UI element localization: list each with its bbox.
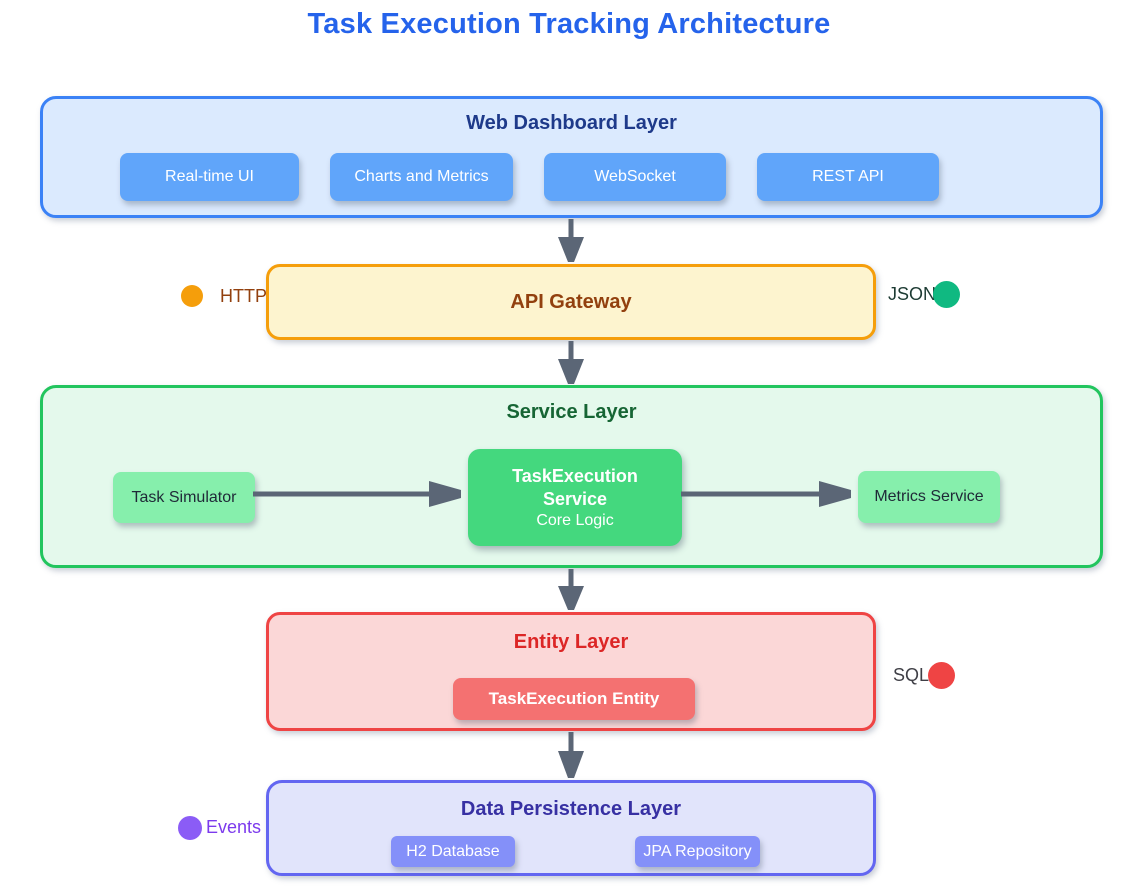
api-gateway-title: API Gateway bbox=[510, 290, 632, 313]
api-gateway-box: API Gateway bbox=[266, 264, 876, 340]
arrow-entity-to-persistence bbox=[558, 732, 584, 778]
node-metrics-service: Metrics Service bbox=[858, 471, 1000, 523]
service-layer-title: Service Layer bbox=[506, 401, 637, 423]
service-layer: Service Layer Task Simulator TaskExecuti… bbox=[40, 385, 1103, 568]
node-jpa-repository: JPA Repository bbox=[635, 836, 760, 867]
http-edge-label: HTTP bbox=[220, 286, 267, 306]
http-dot-icon bbox=[181, 285, 203, 307]
node-task-simulator: Task Simulator bbox=[113, 472, 255, 523]
taskexecution-service-name: TaskExecution Service bbox=[512, 466, 638, 509]
web-dashboard-layer: Web Dashboard Layer Real-time UI Charts … bbox=[40, 96, 1103, 218]
events-dot-icon bbox=[178, 816, 202, 840]
data-persistence-layer: Data Persistence Layer H2 Database JPA R… bbox=[266, 780, 876, 876]
json-dot-icon bbox=[933, 281, 960, 308]
node-h2-database: H2 Database bbox=[391, 836, 515, 867]
sql-dot-icon bbox=[928, 662, 955, 689]
page-title: Task Execution Tracking Architecture bbox=[307, 8, 831, 40]
arrow-service-to-entity bbox=[558, 569, 584, 610]
entity-layer: Entity Layer TaskExecution Entity bbox=[266, 612, 876, 731]
node-real-time-ui: Real-time UI bbox=[120, 153, 299, 201]
taskexecution-service-subtitle: Core Logic bbox=[536, 512, 614, 529]
data-persistence-layer-title: Data Persistence Layer bbox=[460, 798, 682, 820]
node-rest-api: REST API bbox=[757, 153, 939, 201]
events-edge-label: Events bbox=[206, 817, 262, 837]
arrow-dashboard-to-gateway bbox=[558, 219, 584, 262]
json-edge-label: JSON bbox=[888, 284, 937, 304]
sql-edge-label: SQL bbox=[893, 665, 930, 685]
node-taskexecution-service: TaskExecution Service Core Logic bbox=[468, 449, 682, 546]
entity-layer-title: Entity Layer bbox=[513, 631, 629, 653]
node-charts-and-metrics: Charts and Metrics bbox=[330, 153, 513, 201]
arrow-gateway-to-service bbox=[558, 341, 584, 384]
node-websocket: WebSocket bbox=[544, 153, 726, 201]
web-dashboard-layer-title: Web Dashboard Layer bbox=[466, 112, 677, 134]
node-taskexecution-entity: TaskExecution Entity bbox=[453, 678, 695, 720]
